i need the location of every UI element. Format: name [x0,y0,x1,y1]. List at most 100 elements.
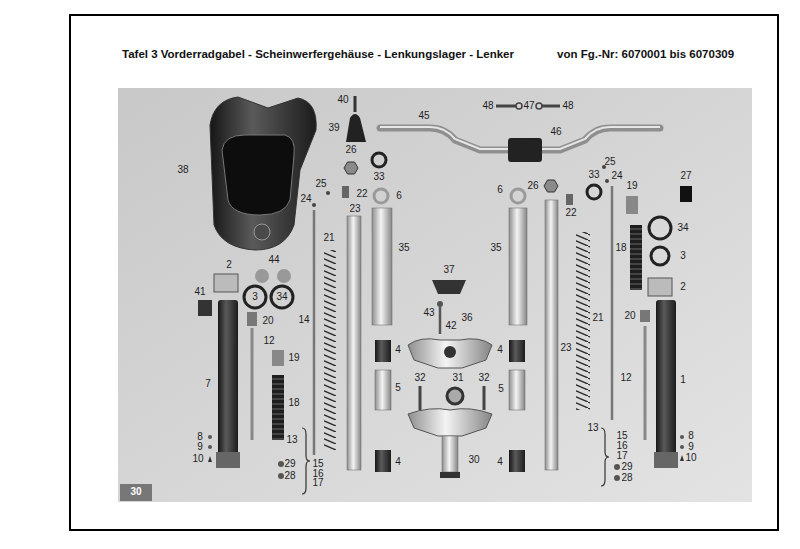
nuts-rings-bolts-part [372,153,386,167]
left-fork-leg-part [251,328,254,440]
left-fork-leg-part [208,456,212,462]
left-fork-leg-part [214,274,238,292]
handlebar-part [542,105,560,108]
callout-number: 32 [478,373,489,383]
fork-springs-part [576,232,590,410]
callout-number: 2 [680,282,686,292]
callout-number: 10 [685,453,696,463]
callout-number: 13 [587,423,598,433]
nuts-rings-bolts-part [344,162,358,174]
nuts-rings-bolts-part [587,185,601,199]
nuts-rings-bolts-part [544,180,558,192]
callout-number: 46 [550,127,561,137]
callout-number: 1 [680,375,686,385]
callout-number: 4 [395,457,401,467]
right-fork-leg-part [649,217,671,239]
photo-ground [118,88,752,502]
callout-number: 16 [616,441,627,451]
handlebar-part [516,103,522,109]
callout-number: 26 [527,181,538,191]
handlebar-part [496,105,516,108]
fork-tubes-part [509,208,527,325]
callout-number: 5 [498,384,504,394]
photo-ground-part [118,88,752,502]
left-fork-leg-part [278,461,284,467]
callout-number: 25 [315,179,326,189]
callout-number: 15 [312,459,323,469]
callout-number: 12 [620,373,631,383]
nuts-rings-bolts-part [374,189,388,203]
callout-number: 19 [288,353,299,363]
callout-number: 9 [688,442,694,452]
fork-tubes [347,200,558,470]
callout-number: 35 [490,243,501,253]
frame-number-range: von Fg.-Nr: 6070001 bis 6070309 [557,48,734,62]
callout-number: 3 [680,251,686,261]
steering-head-part [439,307,442,334]
callout-number: 24 [611,171,622,181]
callout-number: 27 [680,171,691,181]
left-fork-leg-part [302,428,310,494]
cover-and-screw-part [354,96,357,112]
left-fork-leg-part [255,269,269,283]
handlebar-part [508,138,542,162]
fork-springs-part [324,250,336,450]
headlight-housing-part [222,135,294,215]
right-fork-leg-part [601,428,609,486]
right-fork-leg-part [680,455,684,461]
nuts-rings-bolts-part [326,191,330,195]
callout-number: 48 [482,101,493,111]
callout-number: 41 [194,287,205,297]
callout-number: 34 [276,292,287,302]
callout-number: 20 [262,316,273,326]
callout-number: 13 [286,435,297,445]
callout-number: 19 [626,181,637,191]
steering-head-part [444,346,456,358]
right-fork-leg-part [654,452,678,468]
callout-number: 10 [192,454,203,464]
callout-number: 22 [565,208,576,218]
callout-number: 18 [615,243,626,253]
left-fork-leg-part [272,350,284,366]
callout-number: 4 [497,345,503,355]
headlight-housing-part [210,97,316,250]
callout-number: 3 [252,292,258,302]
callout-number: 31 [452,373,463,383]
callout-number: 4 [497,457,503,467]
steering-head-part [419,386,422,410]
steering-head-part [408,339,492,368]
callout-number: 8 [197,432,203,442]
bushings-part [375,340,391,362]
bushings-part [375,450,391,472]
cover-and-screw-part [346,114,366,142]
right-fork-leg-part [651,247,669,265]
callout-number: 38 [177,165,188,175]
callout-number: 12 [263,336,274,346]
callout-number: 35 [398,243,409,253]
bushings-part [375,370,391,410]
callout-number: 23 [560,343,571,353]
callout-number: 44 [268,255,279,265]
left-fork-leg-part [208,435,212,439]
fork-tubes-part [545,200,558,470]
right-fork-leg-part [680,186,692,202]
nuts-rings-bolts-part [605,179,609,183]
right-fork-leg-part [614,464,620,470]
nuts-rings-bolts [312,153,609,207]
photo-ground-part [120,484,152,501]
callout-number: 28 [284,471,295,481]
right-fork-leg-part [680,445,684,449]
callout-number: 22 [356,189,367,199]
callout-number: 47 [523,101,534,111]
damper-rods-part [313,210,316,455]
bushings-part [509,370,525,410]
callout-number: 29 [284,459,295,469]
callout-number: 30 [468,455,479,465]
right-fork-leg-part [656,300,676,468]
steering-head-part [437,301,443,307]
steering-head-part [447,388,463,404]
callout-number: 9 [197,442,203,452]
page-frame [70,15,778,530]
callout-number: 17 [312,478,323,488]
